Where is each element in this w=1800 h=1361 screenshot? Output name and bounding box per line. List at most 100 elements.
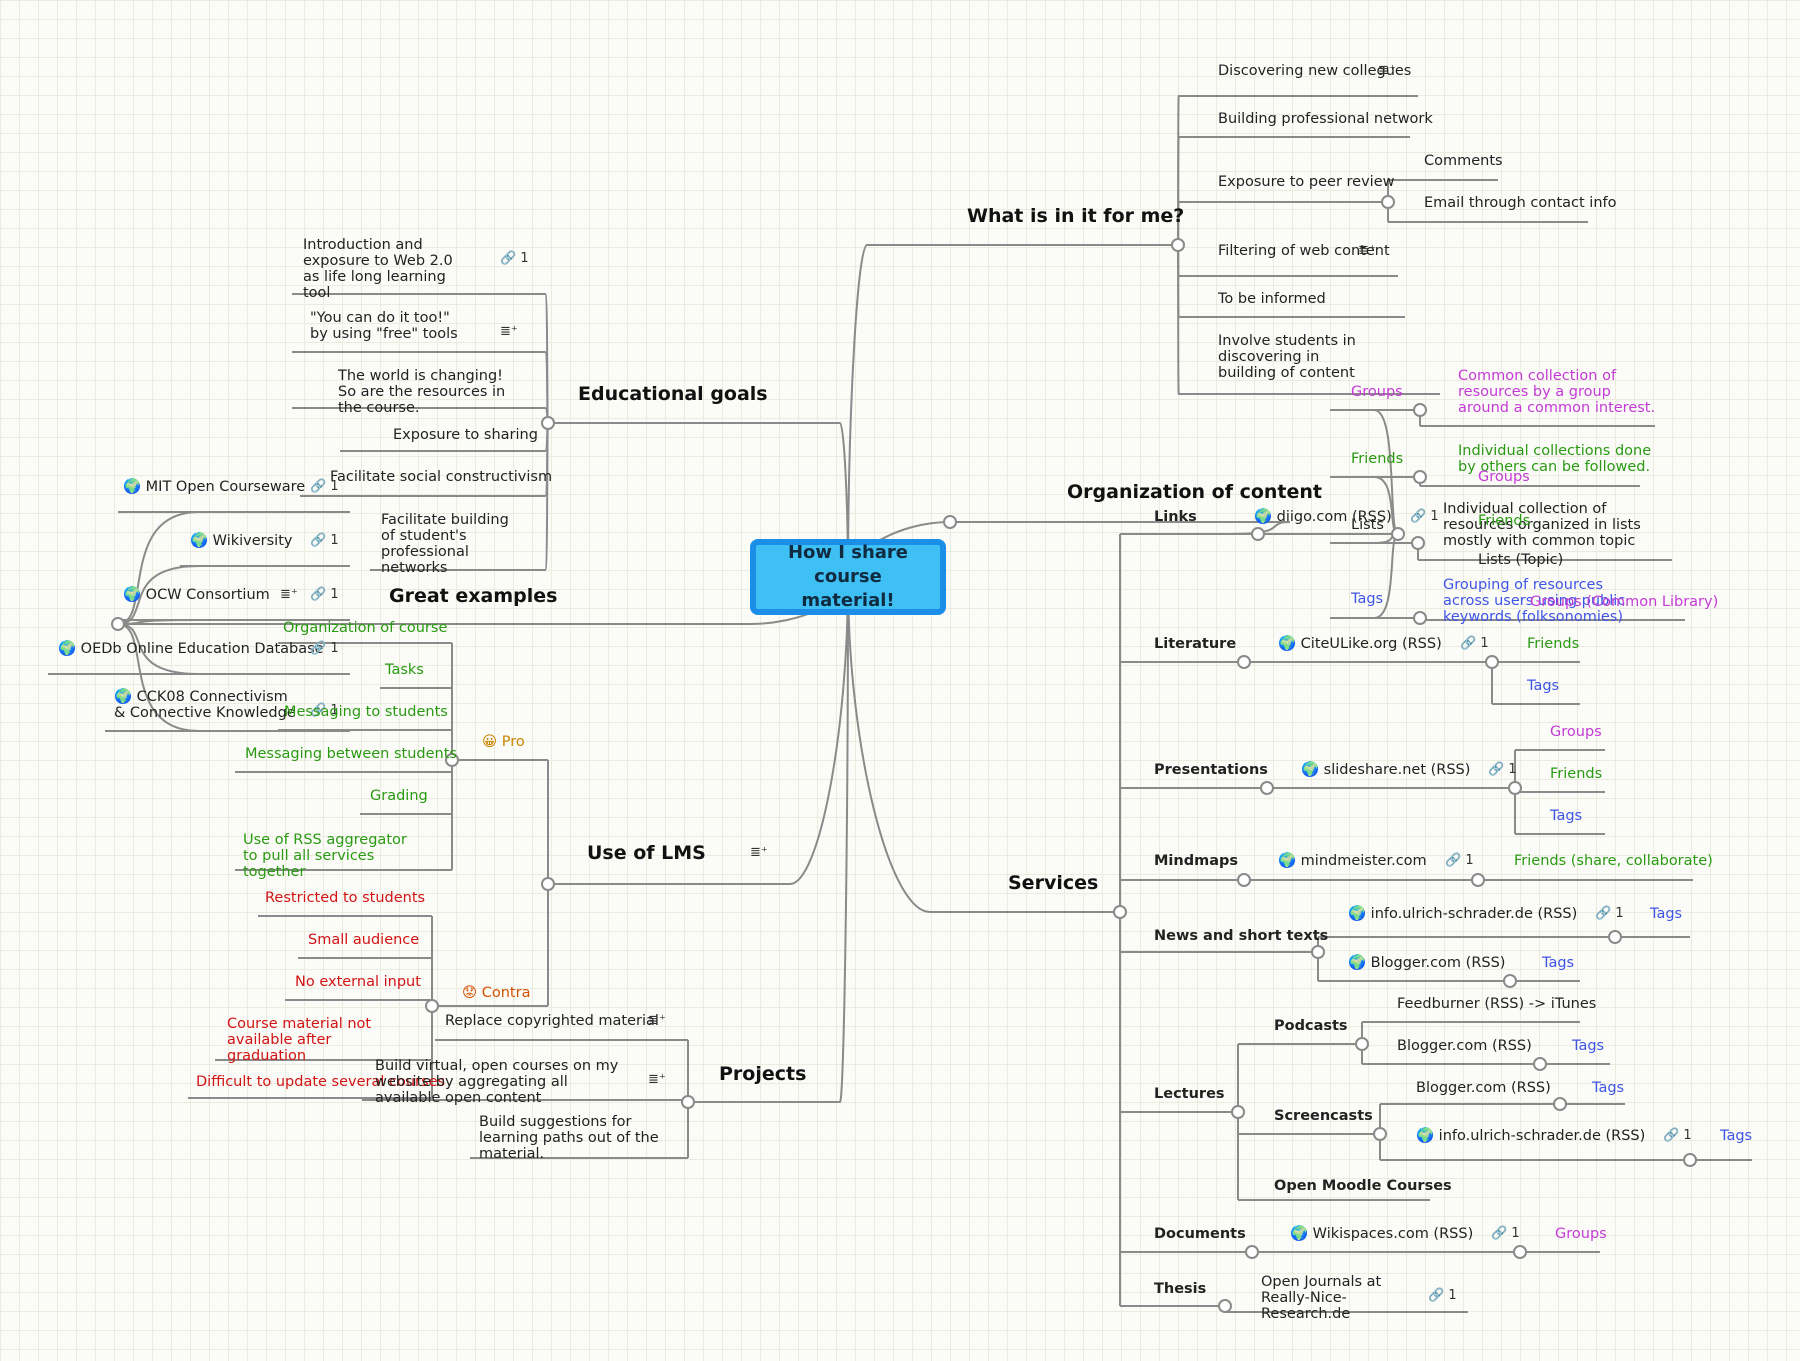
node-pro3[interactable]: Messaging to students	[284, 704, 448, 720]
note-icon[interactable]: ≣⁺	[1358, 243, 1376, 258]
collapse-toggle-org_tags[interactable]	[1413, 611, 1427, 625]
node-doc[interactable]: Documents	[1154, 1226, 1246, 1242]
node-pro1[interactable]: Organization of course	[283, 620, 447, 636]
link-icon[interactable]: 🔗 1	[1663, 1128, 1692, 1143]
node-pod[interactable]: Podcasts	[1274, 1018, 1348, 1034]
node-news[interactable]: News and short texts	[1154, 928, 1328, 944]
node-org_tags[interactable]: Tags	[1351, 591, 1383, 607]
collapse-toggle-lms[interactable]	[541, 877, 555, 891]
node-lit_t[interactable]: Tags	[1527, 678, 1559, 694]
link-icon[interactable]: 🔗 1	[1445, 853, 1474, 868]
collapse-toggle-news_s1[interactable]	[1608, 930, 1622, 944]
collapse-toggle-pres_s[interactable]	[1508, 781, 1522, 795]
collapse-toggle-svc[interactable]	[1113, 905, 1127, 919]
node-ge[interactable]: Great examples	[389, 587, 557, 606]
node-org_diigo[interactable]: 🌍 diigo.com (RSS)	[1254, 509, 1392, 525]
node-wim6[interactable]: Involve students in discovering in build…	[1218, 333, 1376, 381]
node-wim3a[interactable]: Comments	[1424, 153, 1503, 169]
node-org_ov3[interactable]: Lists (Topic)	[1478, 552, 1563, 568]
node-ge1[interactable]: 🌍 MIT Open Courseware	[123, 479, 305, 495]
node-ge5[interactable]: 🌍 CCK08 Connectivism & Connective Knowle…	[114, 689, 299, 721]
collapse-toggle-news_s2[interactable]	[1503, 974, 1517, 988]
collapse-toggle-org[interactable]	[943, 515, 957, 529]
node-pro[interactable]: 😀 Pro	[482, 734, 525, 750]
node-wim[interactable]: What is in it for me?	[967, 207, 1184, 226]
node-news_s1[interactable]: 🌍 info.ulrich-schrader.de (RSS)	[1348, 906, 1577, 922]
node-news_t2[interactable]: Tags	[1542, 955, 1574, 971]
node-lec[interactable]: Lectures	[1154, 1086, 1225, 1102]
node-scr1[interactable]: Blogger.com (RSS)	[1416, 1080, 1551, 1096]
node-org_friends[interactable]: Friends	[1351, 451, 1403, 467]
link-icon[interactable]: 🔗 1	[1428, 1288, 1457, 1303]
node-edu2[interactable]: "You can do it too!" by using "free" too…	[310, 310, 470, 342]
link-icon[interactable]: 🔗 1	[1595, 906, 1624, 921]
note-icon[interactable]: ≣⁺	[648, 1013, 666, 1028]
node-pro2[interactable]: Tasks	[385, 662, 424, 678]
collapse-toggle-pod2[interactable]	[1533, 1057, 1547, 1071]
node-omc[interactable]: Open Moodle Courses	[1274, 1178, 1452, 1194]
node-lit[interactable]: Literature	[1154, 636, 1236, 652]
node-prj[interactable]: Projects	[719, 1065, 806, 1084]
node-mm[interactable]: Mindmaps	[1154, 853, 1238, 869]
link-icon[interactable]: 🔗 1	[500, 251, 529, 266]
node-org_links[interactable]: Links	[1154, 509, 1197, 525]
collapse-toggle-org_groups[interactable]	[1413, 403, 1427, 417]
note-icon[interactable]: ≣⁺	[500, 324, 518, 339]
node-scr1t[interactable]: Tags	[1592, 1080, 1624, 1096]
collapse-toggle-pod[interactable]	[1355, 1037, 1369, 1051]
collapse-toggle-ge[interactable]	[111, 617, 125, 631]
node-org_ov4[interactable]: Groups (Common Library)	[1530, 594, 1718, 610]
collapse-toggle-scr[interactable]	[1373, 1127, 1387, 1141]
note-icon[interactable]: ≣⁺	[280, 587, 298, 602]
node-org_ov1[interactable]: Groups	[1478, 469, 1530, 485]
collapse-toggle-edu[interactable]	[541, 416, 555, 430]
node-news_t1[interactable]: Tags	[1650, 906, 1682, 922]
collapse-toggle-lit_s[interactable]	[1485, 655, 1499, 669]
node-edu6[interactable]: Facilitate building of student's profess…	[381, 512, 521, 576]
node-pres[interactable]: Presentations	[1154, 762, 1268, 778]
node-con5[interactable]: Difficult to update several courses	[196, 1074, 445, 1090]
node-prj1[interactable]: Replace copyrighted material	[445, 1013, 659, 1029]
collapse-toggle-scr1[interactable]	[1553, 1097, 1567, 1111]
node-org_lists_d[interactable]: Individual collection of resources organ…	[1443, 501, 1673, 549]
node-lit_f[interactable]: Friends	[1527, 636, 1579, 652]
node-wim3b[interactable]: Email through contact info	[1424, 195, 1617, 211]
node-con1[interactable]: Restricted to students	[265, 890, 425, 906]
collapse-toggle-lec[interactable]	[1231, 1105, 1245, 1119]
link-icon[interactable]: 🔗 1	[1491, 1226, 1520, 1241]
node-pro5[interactable]: Grading	[370, 788, 428, 804]
node-org_tags_d[interactable]: Grouping of resources across users using…	[1443, 577, 1648, 625]
root-node[interactable]: How I share course material!	[750, 539, 946, 615]
note-icon[interactable]: ≣⁺	[750, 845, 768, 860]
node-edu3[interactable]: The world is changing! So are the resour…	[338, 368, 513, 416]
note-icon[interactable]: ≣⁺	[648, 1072, 666, 1087]
node-ge4[interactable]: 🌍 OEDb Online Education Database	[58, 641, 324, 657]
link-icon[interactable]: 🔗 1	[310, 587, 339, 602]
node-wim5[interactable]: To be informed	[1218, 291, 1326, 307]
node-pod2t[interactable]: Tags	[1572, 1038, 1604, 1054]
node-edu[interactable]: Educational goals	[578, 385, 768, 404]
collapse-toggle-prj[interactable]	[681, 1095, 695, 1109]
collapse-toggle-scr2[interactable]	[1683, 1153, 1697, 1167]
link-icon[interactable]: 🔗 1	[1460, 636, 1489, 651]
collapse-toggle-lit[interactable]	[1237, 655, 1251, 669]
node-org_ov2[interactable]: Friends	[1478, 513, 1530, 529]
collapse-toggle-pro[interactable]	[445, 753, 459, 767]
node-pro4[interactable]: Messaging between students	[245, 746, 457, 762]
node-con4[interactable]: Course material not available after grad…	[227, 1016, 397, 1064]
collapse-toggle-news[interactable]	[1311, 945, 1325, 959]
node-the_s[interactable]: Open Journals at Really-Nice-Research.de	[1261, 1274, 1411, 1322]
node-con3[interactable]: No external input	[295, 974, 421, 990]
note-icon[interactable]: ≣⁺	[1378, 63, 1396, 78]
link-icon[interactable]: 🔗 1	[310, 479, 339, 494]
collapse-toggle-doc_s[interactable]	[1513, 1245, 1527, 1259]
node-pres_g[interactable]: Groups	[1550, 724, 1602, 740]
collapse-toggle-doc[interactable]	[1245, 1245, 1259, 1259]
node-pres_s[interactable]: 🌍 slideshare.net (RSS)	[1301, 762, 1470, 778]
collapse-toggle-wim3[interactable]	[1381, 195, 1395, 209]
node-pod1[interactable]: Feedburner (RSS) -> iTunes	[1397, 996, 1596, 1012]
node-prj3[interactable]: Build suggestions for learning paths out…	[479, 1114, 669, 1162]
node-scr2t[interactable]: Tags	[1720, 1128, 1752, 1144]
node-wim3[interactable]: Exposure to peer review	[1218, 174, 1394, 190]
